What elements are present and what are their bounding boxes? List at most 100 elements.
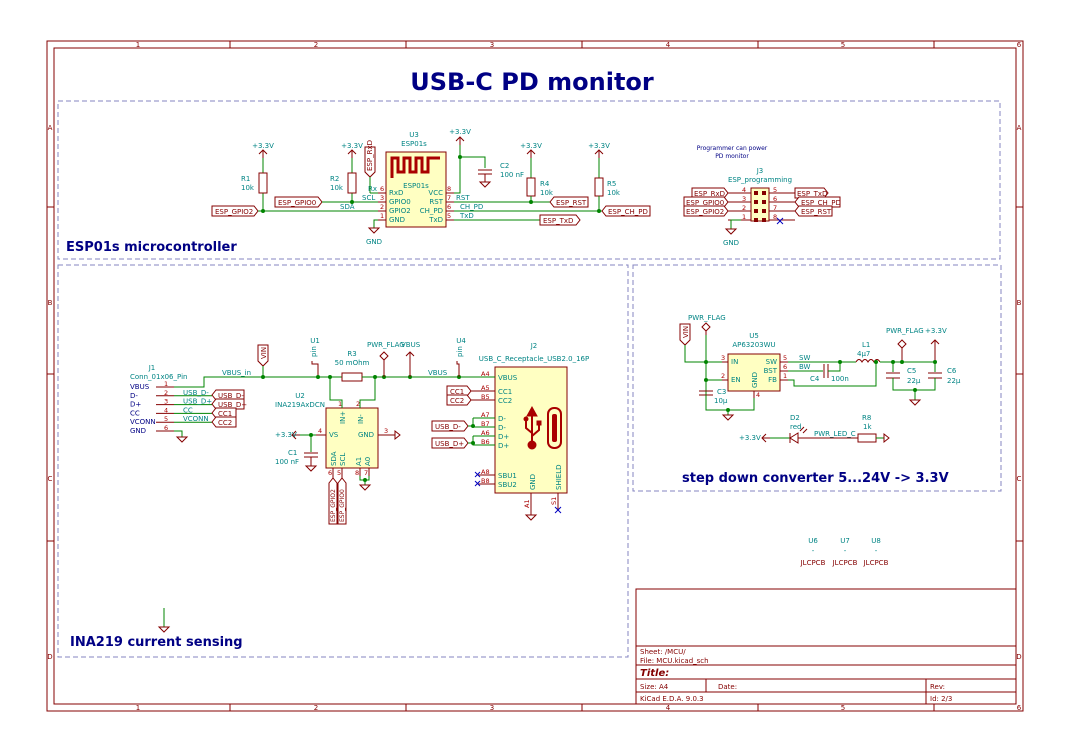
section-buck-label: step down converter 5...24V -> 3.3V <box>682 471 949 486</box>
col-label-4b: 4 <box>666 704 671 712</box>
title-block: Sheet: /MCU/ File: MCU.kicad_sch Title: … <box>635 588 1017 705</box>
u5-pin-name: BST <box>764 367 778 375</box>
label-esp-gpio2-ina <box>328 477 338 525</box>
label-esp-gpio2 <box>211 205 259 217</box>
jlcpcb-markers: U6 - JLCPCB U7 - JLCPCB U8 - JLCPCB <box>800 537 889 567</box>
net-bw: BW <box>799 363 811 371</box>
j2-pin-num: A8 <box>481 468 490 476</box>
u5-value: AP63203WU <box>732 341 775 349</box>
c1-value: 100 nF <box>275 458 299 466</box>
u2-pin-num: 1 <box>338 400 342 408</box>
u3-pin-name: GPIO0 <box>389 198 411 206</box>
esp-section: ESP_GPIO2 ESP_GPIO0 R1 10k +3.3V R2 10k … <box>211 128 841 247</box>
j3-label: ESP_RxD <box>694 190 725 198</box>
c5-value: 22µ <box>907 377 921 385</box>
usb-c-port-icon <box>547 407 562 449</box>
c6-value: 22µ <box>947 377 961 385</box>
gnd-label: GND <box>366 238 382 246</box>
j3-label: ESP_GPIO0 <box>686 199 724 207</box>
label-esp-rxd-text: ESP_RxD <box>366 140 374 171</box>
net-pwr-led-c: PWR_LED_C <box>814 430 856 438</box>
power-vbus-icon <box>405 351 415 377</box>
no-connect-icon <box>474 471 481 487</box>
power-3v3-icon <box>258 149 268 158</box>
pwr-flag-label: PWR_FLAG <box>367 341 405 349</box>
j1-pin-name: D- <box>130 392 138 400</box>
c3-value: 10µ <box>714 397 728 405</box>
j1-value: Conn_01x06_Pin <box>130 373 187 381</box>
j3-label: ESP_CH_PD <box>801 199 841 207</box>
label-esp-gpio0-ina <box>337 477 347 525</box>
j3-pin-num: 1 <box>742 213 746 221</box>
j2-pin-num: B5 <box>481 393 490 401</box>
j2-pin-num: A6 <box>481 429 490 437</box>
power-3v3-label: +3.3V <box>275 431 297 439</box>
row-label-c: C <box>48 475 53 483</box>
label-cc2-j2-text: CC2 <box>450 397 464 405</box>
col-label-6b: 6 <box>1017 704 1022 712</box>
ground-icon <box>304 465 318 472</box>
label-vin-buck-text: VIN <box>682 326 690 338</box>
power-3v3-icon <box>594 149 604 158</box>
j1-pin-name: VCONN <box>130 418 156 426</box>
label-usb-dp-text: USB_D+ <box>218 401 247 409</box>
j1-pin-name: VBUS <box>130 383 150 391</box>
row-label-a-r: A <box>1017 124 1022 132</box>
power-3v3-icon <box>526 149 536 158</box>
label-esp-gpio2-text: ESP_GPIO2 <box>215 208 253 216</box>
resistor-r5 <box>594 177 604 197</box>
j2-pin-name: VBUS <box>498 374 518 382</box>
j3-pin-num: 4 <box>742 186 746 194</box>
net-vbus-in: VBUS_in <box>222 369 251 377</box>
j2-pin-num: A7 <box>481 411 490 419</box>
label-vin-text: VIN <box>260 347 268 359</box>
label-esp-ch-pd <box>601 205 651 217</box>
ground-icon <box>367 227 381 234</box>
power-3v3-label: +3.3V <box>588 142 610 150</box>
u2-pin-name: GND <box>358 431 374 439</box>
inductor-l1 <box>855 359 881 363</box>
power-3v3-label: +3.3V <box>520 142 542 150</box>
j2-pin-name: D+ <box>498 442 509 450</box>
d2-value: red <box>790 423 801 431</box>
u3-pin-name: VCC <box>428 189 443 197</box>
j3-pin-num: 7 <box>773 204 777 212</box>
u2-pin-name: IN+ <box>339 411 347 424</box>
net-rst: RST <box>456 194 470 202</box>
l1-ref: L1 <box>862 341 870 349</box>
pwr-flag-icon <box>379 351 389 377</box>
u5-pin-name: GND <box>751 372 759 388</box>
u5-pin-num: 6 <box>783 363 787 371</box>
u2-pin-name: SDA <box>330 451 338 466</box>
j3-pin-num: 3 <box>742 195 746 203</box>
label-cc1-j2-text: CC1 <box>450 388 464 396</box>
pwr-flag-icon <box>897 339 907 362</box>
label-esp-gpio0-j3 <box>683 196 729 208</box>
j2-pin-num: A4 <box>481 370 490 378</box>
j1-net-name: VCONN <box>183 415 209 423</box>
j1-net-name: USB_D+ <box>183 398 212 406</box>
col-label-3: 3 <box>490 41 494 49</box>
section-esp-box <box>57 100 1001 260</box>
led-d2 <box>789 432 858 444</box>
power-3v3-icon <box>930 339 940 362</box>
j2-pin-name: D- <box>498 415 506 423</box>
label-esp-txd-j3 <box>794 187 829 199</box>
power-3v3-label: +3.3V <box>341 142 363 150</box>
u2-pin-num: 3 <box>384 427 388 435</box>
u6-label: JLCPCB <box>800 559 826 567</box>
u6-value: - <box>812 547 815 555</box>
label-cc1-text: CC1 <box>218 410 232 418</box>
j1-pin-name: D+ <box>130 401 141 409</box>
shunt-resistor-r3 <box>341 372 363 382</box>
resistor-r1 <box>258 172 268 194</box>
ground-icon <box>358 484 372 491</box>
u3-pin-name: GPIO2 <box>389 207 411 215</box>
j2-gnd-pin-name: GND <box>529 474 537 490</box>
j3-value: ESP_programming <box>728 176 792 184</box>
ground-icon <box>908 399 922 406</box>
pwr-flag-label: PWR_FLAG <box>688 314 726 322</box>
j1-pin-num: 6 <box>164 424 168 432</box>
